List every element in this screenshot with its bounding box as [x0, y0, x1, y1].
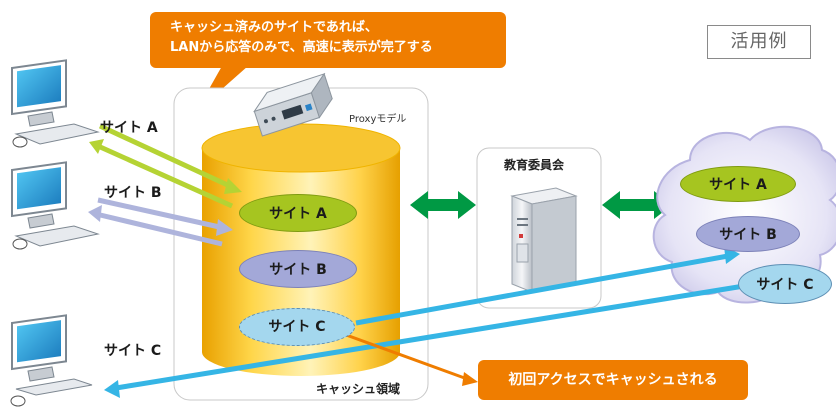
cloud-item-site-c: サイト C: [738, 264, 832, 304]
green-double-arrow-right: [602, 191, 672, 219]
cache-item-site-a: サイト A: [239, 194, 357, 232]
cache-item-site-b: サイト B: [239, 250, 357, 288]
cache-item-site-c-label: サイト C: [268, 319, 326, 335]
proxy-device-icon: [253, 72, 333, 137]
cache-item-site-a-label: サイト A: [269, 206, 327, 222]
server-icon: [510, 187, 578, 293]
client-pc-icon-b: [11, 161, 100, 250]
cloud-item-site-b-label: サイト B: [719, 227, 777, 243]
callout-bottom-pointer: [337, 330, 478, 386]
arrows-site-c: [104, 246, 745, 398]
cache-item-site-c: サイト C: [239, 308, 355, 346]
callout-top-line1: キャッシュ済みのサイトであれば、: [170, 20, 378, 35]
cloud-item-site-a: サイト A: [680, 166, 796, 202]
green-double-arrow-left: [410, 191, 476, 219]
client-label-site-b: サイト B: [104, 185, 162, 201]
cache-item-site-b-label: サイト B: [269, 262, 327, 278]
callout-top: キャッシュ済みのサイトであれば、 LANから応答のみで、高速に表示が完了する: [150, 12, 506, 68]
proxy-model-label: Proxyモデル: [349, 114, 407, 125]
client-label-site-a: サイト A: [100, 120, 158, 136]
board-label: 教育委員会: [504, 158, 565, 172]
cloud-item-site-b: サイト B: [696, 216, 800, 252]
example-label: 活用例: [707, 25, 811, 59]
client-pc-icon-c: [10, 314, 93, 407]
arrows-site-b: [88, 197, 233, 247]
client-label-site-c: サイト C: [104, 343, 162, 359]
cloud-item-site-a-label: サイト A: [709, 177, 767, 193]
client-pc-icon-a: [11, 59, 100, 148]
cache-area-label: キャッシュ領域: [316, 382, 401, 396]
arrows-site-a: [89, 123, 242, 209]
callout-top-line2: LANから応答のみで、高速に表示が完了する: [170, 40, 433, 55]
callout-bottom: 初回アクセスでキャッシュされる: [478, 360, 748, 400]
cloud-item-site-c-label: サイト C: [756, 277, 814, 293]
